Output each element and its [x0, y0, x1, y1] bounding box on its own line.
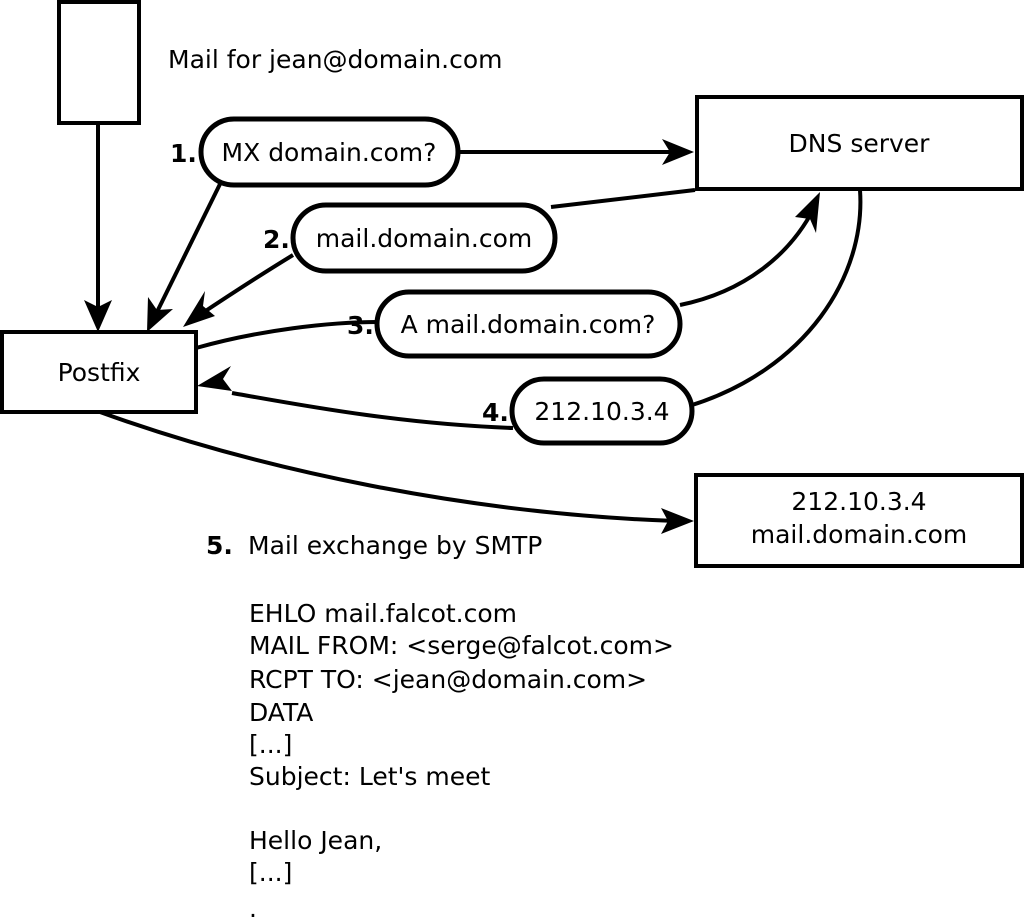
step-4-text: 212.10.3.4	[534, 397, 669, 426]
smtp-transcript: EHLO mail.falcot.com MAIL FROM: <serge@f…	[249, 599, 674, 919]
step-4-number: 4.	[482, 398, 509, 427]
transcript-line: RCPT TO: <jean@domain.com>	[249, 665, 647, 694]
transcript-line: .	[249, 894, 257, 919]
edge-sender-to-postfix	[84, 124, 112, 332]
step-3-text: A mail.domain.com?	[401, 310, 656, 339]
dns-server-label: DNS server	[789, 129, 931, 158]
edge-postfix-to-step3	[195, 320, 379, 350]
step-3-bubble[interactable]: A mail.domain.com?	[374, 289, 683, 359]
step-1-text: MX domain.com?	[222, 138, 437, 167]
transcript-line: Subject: Let's meet	[249, 762, 490, 791]
mail-for-caption: Mail for jean@domain.com	[168, 45, 503, 74]
edge-step1-to-postfix	[147, 179, 224, 332]
destination-server-box[interactable]: 212.10.3.4 mail.domain.com	[694, 473, 1024, 568]
step-5-label: Mail exchange by SMTP	[248, 531, 542, 560]
step-1-bubble[interactable]: MX domain.com?	[198, 116, 461, 188]
edge-step3-to-dns	[679, 192, 820, 307]
edge-postfix-to-destination	[99, 410, 694, 534]
edge-step1-to-dns	[452, 139, 694, 165]
destination-ip-label: 212.10.3.4	[791, 487, 926, 516]
destination-host-label: mail.domain.com	[751, 520, 967, 549]
postfix-label: Postfix	[58, 358, 141, 387]
edge-dns-to-step2	[550, 188, 696, 209]
postfix-box[interactable]: Postfix	[0, 330, 198, 414]
transcript-line: Hello Jean,	[249, 826, 382, 855]
transcript-line: [...]	[249, 858, 292, 887]
step-4-bubble[interactable]: 212.10.3.4	[509, 376, 695, 446]
edge-step2-to-postfix	[183, 253, 295, 327]
step-2-bubble[interactable]: mail.domain.com	[290, 202, 558, 274]
sender-host-box[interactable]	[57, 0, 141, 125]
step-1-number: 1.	[170, 139, 197, 168]
dns-server-box[interactable]: DNS server	[695, 95, 1024, 191]
transcript-line: [...]	[249, 730, 292, 759]
step-2-number: 2.	[263, 225, 290, 254]
edge-step4-to-postfix	[197, 366, 514, 430]
edge-dns-to-step4	[688, 189, 863, 408]
transcript-line: DATA	[249, 698, 313, 727]
step-3-number: 3.	[347, 311, 374, 340]
step-2-text: mail.domain.com	[316, 224, 532, 253]
transcript-line: EHLO mail.falcot.com	[249, 599, 517, 628]
transcript-line: MAIL FROM: <serge@falcot.com>	[249, 631, 674, 660]
step-5-number: 5.	[206, 531, 233, 560]
